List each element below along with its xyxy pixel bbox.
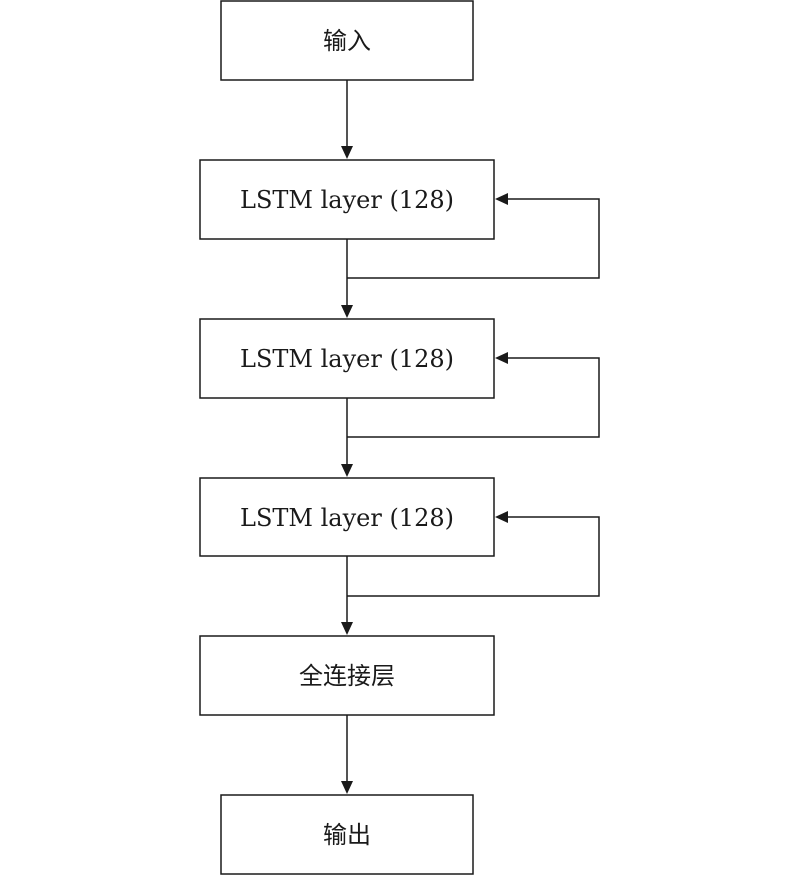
edge-lstm-2-to-lstm-3 (341, 398, 353, 477)
node-dense-label: 全连接层 (299, 662, 395, 690)
node-lstm-2-label: LSTM layer (128) (240, 345, 454, 373)
node-lstm-1: LSTM layer (128) (199, 159, 495, 240)
recurrent-loop-lstm-1 (347, 193, 600, 279)
recurrent-loop-lstm-2 (347, 352, 600, 438)
edge-lstm-1-to-lstm-2 (341, 239, 353, 318)
edge-lstm-3-to-dense (341, 556, 353, 635)
node-output: 输出 (220, 794, 474, 875)
node-input-label: 输入 (323, 27, 371, 55)
edge-input-to-lstm-1 (341, 80, 353, 159)
node-lstm-3: LSTM layer (128) (199, 477, 495, 557)
node-lstm-3-label: LSTM layer (128) (240, 504, 454, 532)
node-input: 输入 (220, 0, 474, 81)
node-dense: 全连接层 (199, 635, 495, 716)
node-output-label: 输出 (323, 821, 371, 849)
recurrent-loop-lstm-3 (347, 511, 600, 597)
node-lstm-1-label: LSTM layer (128) (240, 186, 454, 214)
edge-dense-to-output (341, 715, 353, 794)
node-lstm-2: LSTM layer (128) (199, 318, 495, 399)
